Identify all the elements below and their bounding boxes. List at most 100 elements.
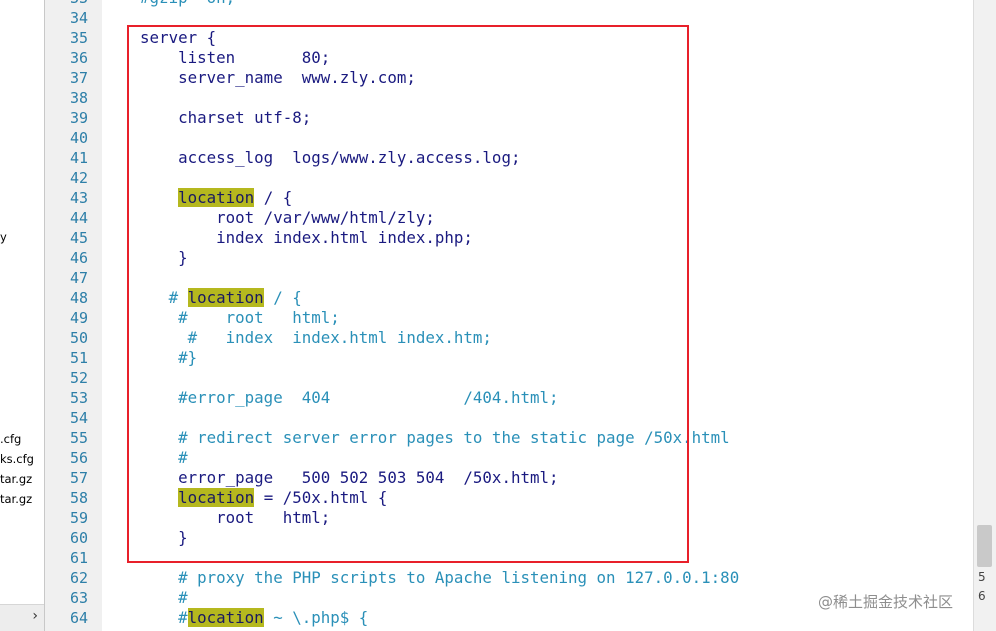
code-comment: # redirect server error pages to the sta… xyxy=(102,428,730,447)
code-line[interactable]: server_name www.zly.com; xyxy=(102,68,416,88)
code-text: charset utf-8; xyxy=(102,108,312,127)
line-number: 58 xyxy=(69,489,88,507)
line-number: 35 xyxy=(69,29,88,47)
keyword-highlight: location xyxy=(178,488,255,507)
highlight-annotation-box xyxy=(127,25,689,563)
code-comment: # xyxy=(102,288,188,307)
file-item[interactable]: tar.gz xyxy=(0,472,33,486)
line-number: 46 xyxy=(69,249,88,267)
code-line[interactable]: # proxy the PHP scripts to Apache listen… xyxy=(102,568,739,588)
code-comment: # proxy the PHP scripts to Apache listen… xyxy=(102,568,740,587)
line-number: 33 xyxy=(70,0,88,8)
code-line[interactable]: # xyxy=(102,588,188,608)
line-number: 44 xyxy=(69,209,88,227)
line-number: 39 xyxy=(69,109,88,127)
code-line[interactable]: #location ~ \.php$ { xyxy=(102,608,368,628)
code-line[interactable]: } xyxy=(102,248,188,268)
code-comment: #error_page 404 /404.html; xyxy=(102,388,559,407)
line-number: 54 xyxy=(69,409,88,427)
code-comment: # xyxy=(102,588,188,607)
code-line[interactable]: error_page 500 502 503 504 /50x.html; xyxy=(102,468,559,488)
file-item[interactable]: .cfg xyxy=(0,432,22,446)
code-comment: / { xyxy=(263,288,302,307)
code-text: root html; xyxy=(102,508,331,527)
line-number: 55 xyxy=(69,429,88,447)
code-text: index index.html index.php; xyxy=(102,228,473,247)
code-comment: #} xyxy=(102,348,198,367)
line-number-gutter: 3334353637383940414243444546474849505152… xyxy=(45,0,102,631)
code-line[interactable]: # xyxy=(102,448,188,468)
line-number: 34 xyxy=(69,9,88,27)
code-line[interactable]: index index.html index.php; xyxy=(102,228,473,248)
keyword-highlight: location xyxy=(178,188,255,207)
line-number: 63 xyxy=(69,589,88,607)
code-line[interactable]: # root html; xyxy=(102,308,340,328)
code-text: error_page 500 502 503 504 /50x.html; xyxy=(102,468,559,487)
code-line[interactable]: location / { xyxy=(102,188,292,208)
code-line[interactable]: #error_page 404 /404.html; xyxy=(102,388,559,408)
code-line[interactable]: #} xyxy=(102,348,197,368)
scroll-mark: 5 xyxy=(978,570,986,584)
code-comment: # index index.html index.htm; xyxy=(102,328,492,347)
file-explorer-pane: y .cfg ks.cfg tar.gz tar.gz › xyxy=(0,0,45,631)
watermark: @稀土掘金技术社区 xyxy=(818,593,954,611)
line-number: 43 xyxy=(69,189,88,207)
line-number: 50 xyxy=(69,329,88,347)
line-number: 45 xyxy=(69,229,88,247)
line-number: 52 xyxy=(69,369,88,387)
code-text: } xyxy=(102,248,188,267)
code-line[interactable]: # redirect server error pages to the sta… xyxy=(102,428,730,448)
code-text: access_log logs/www.zly.access.log; xyxy=(102,148,521,167)
code-line[interactable]: charset utf-8; xyxy=(102,108,311,128)
line-number: 48 xyxy=(69,289,88,307)
code-comment: # xyxy=(102,448,188,467)
line-number: 40 xyxy=(69,129,88,147)
file-item[interactable]: ks.cfg xyxy=(0,452,34,466)
code-line[interactable]: listen 80; xyxy=(102,48,330,68)
code-line[interactable]: root /var/www/html/zly; xyxy=(102,208,435,228)
line-number: 37 xyxy=(69,69,88,87)
code-text: / { xyxy=(254,188,293,207)
code-line[interactable]: } xyxy=(102,528,188,548)
line-number: 36 xyxy=(69,49,88,67)
code-line[interactable]: access_log logs/www.zly.access.log; xyxy=(102,148,520,168)
file-item[interactable]: tar.gz xyxy=(0,492,33,506)
scroll-mark: 6 xyxy=(978,589,986,603)
line-number: 53 xyxy=(69,389,88,407)
code-editor[interactable]: #gzip on; server { listen 80; server_nam… xyxy=(102,0,974,631)
code-line[interactable]: root html; xyxy=(102,508,330,528)
code-text: = /50x.html { xyxy=(254,488,388,507)
code-comment: ~ \.php$ { xyxy=(263,608,369,627)
line-number: 49 xyxy=(69,309,88,327)
line-number: 41 xyxy=(69,149,88,167)
horizontal-scrollbar[interactable]: › xyxy=(0,604,44,631)
code-comment: #gzip on; xyxy=(102,0,235,7)
code-comment: # xyxy=(102,608,188,627)
line-number: 60 xyxy=(69,529,88,547)
code-text: } xyxy=(102,528,188,547)
line-number: 62 xyxy=(69,569,88,587)
code-text: root /var/www/html/zly; xyxy=(102,208,435,227)
code-line[interactable]: # location / { xyxy=(102,288,302,308)
code-text: listen 80; xyxy=(102,48,331,67)
scrollbar-thumb[interactable] xyxy=(977,525,992,567)
code-text: server_name www.zly.com; xyxy=(102,68,416,87)
code-line[interactable]: server { xyxy=(102,28,216,48)
line-number: 61 xyxy=(69,549,88,567)
vertical-scrollbar[interactable]: 5 6 xyxy=(973,0,996,631)
line-number: 38 xyxy=(69,89,88,107)
line-number: 56 xyxy=(69,449,88,467)
line-number: 64 xyxy=(69,609,88,627)
code-line[interactable]: # index index.html index.htm; xyxy=(102,328,492,348)
line-number: 57 xyxy=(69,469,88,487)
code-line[interactable]: location = /50x.html { xyxy=(102,488,387,508)
code-comment: # root html; xyxy=(102,308,340,327)
code-text: server { xyxy=(102,28,217,47)
line-number: 59 xyxy=(69,509,88,527)
code-line[interactable]: #gzip on; xyxy=(102,0,235,8)
line-number: 47 xyxy=(69,269,88,287)
keyword-highlight: location xyxy=(187,288,264,307)
line-number: 51 xyxy=(69,349,88,367)
file-item-partial[interactable]: y xyxy=(0,230,7,244)
scroll-right-arrow-icon[interactable]: › xyxy=(32,608,38,624)
